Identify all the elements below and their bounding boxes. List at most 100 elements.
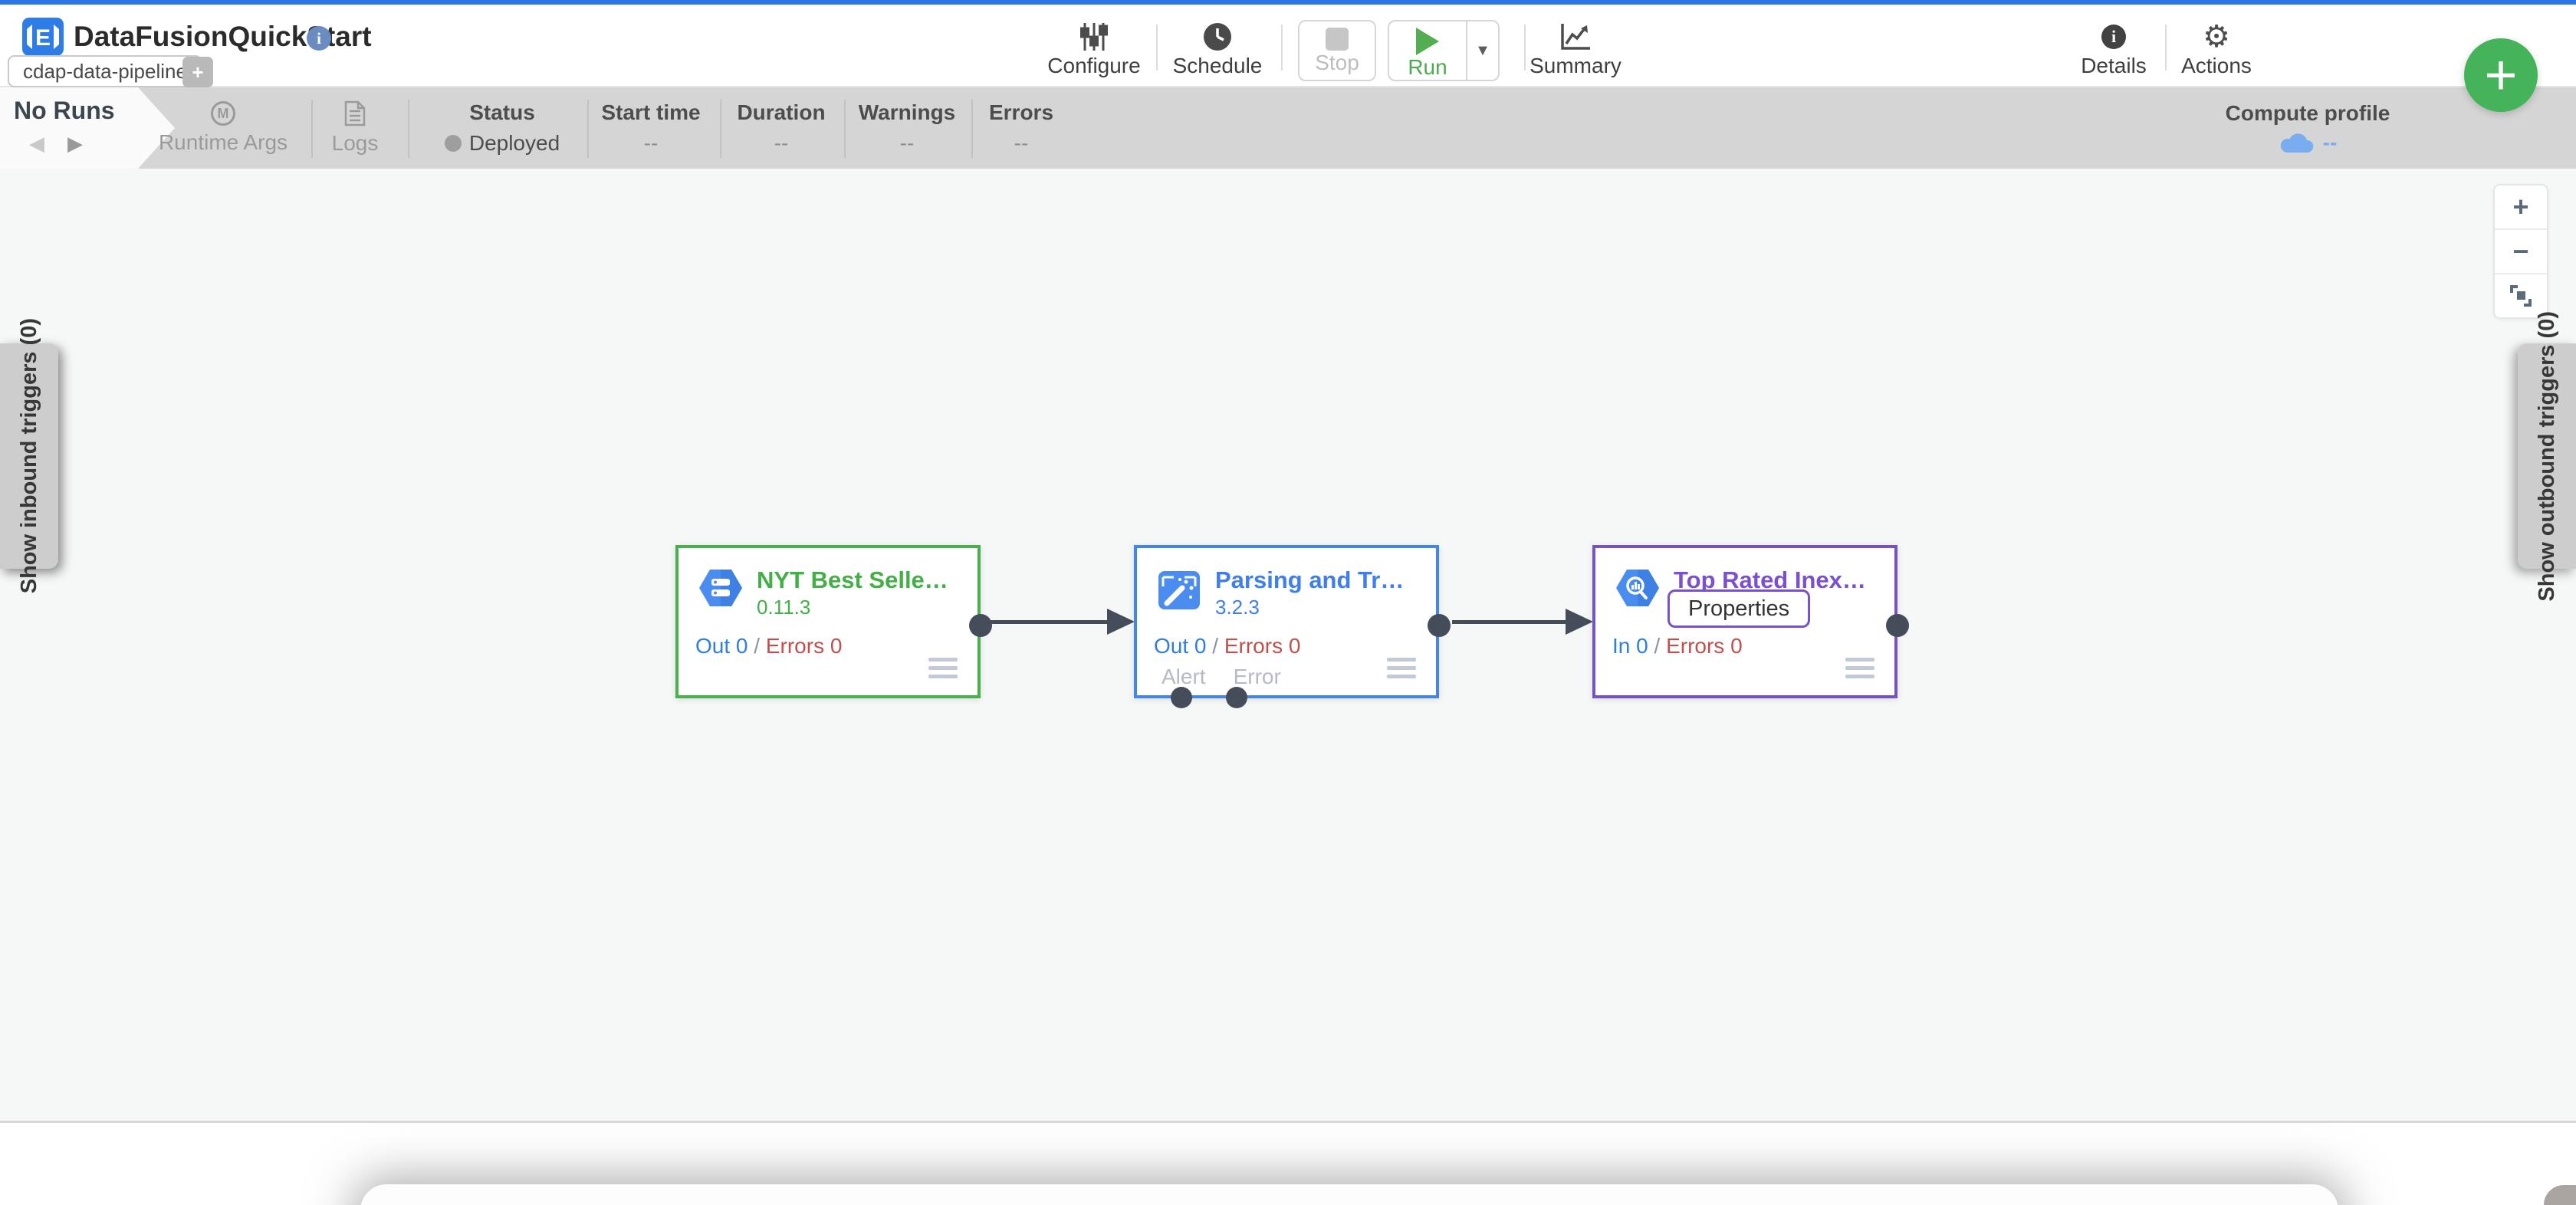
divider bbox=[311, 100, 313, 158]
connection-line[interactable] bbox=[991, 620, 1110, 624]
output-port[interactable] bbox=[969, 614, 992, 637]
runs-selector: No Runs ◀ ▶ bbox=[0, 87, 175, 169]
divider bbox=[2165, 25, 2167, 71]
error-port-label: Error bbox=[1233, 665, 1281, 688]
errors-field: Errors -- bbox=[988, 100, 1054, 155]
divider bbox=[1156, 25, 1158, 71]
cdap-logo-icon: E bbox=[21, 15, 64, 58]
summary-label: Summary bbox=[1530, 54, 1622, 77]
start-time-field: Start time -- bbox=[601, 100, 701, 155]
bottom-console-area bbox=[0, 1123, 2576, 1205]
node-transform[interactable]: Parsing and Tr… 3.2.3 Out 0 / Errors 0 A… bbox=[1134, 545, 1451, 708]
divider bbox=[844, 100, 846, 158]
runtime-args-button: M Runtime Args bbox=[150, 87, 296, 169]
node-version: 3.2.3 bbox=[1215, 596, 1260, 619]
connection-arrowhead-icon bbox=[1566, 609, 1593, 635]
fit-to-screen-button[interactable] bbox=[2495, 273, 2547, 317]
configure-button[interactable]: Configure bbox=[1017, 17, 1171, 83]
document-icon bbox=[344, 100, 366, 126]
compute-profile-value[interactable]: -- bbox=[2279, 130, 2337, 155]
run-status-bar: No Runs ◀ ▶ M Runtime Args bbox=[0, 87, 2576, 169]
duration-field: Duration -- bbox=[737, 100, 826, 155]
chart-icon bbox=[1559, 20, 1592, 54]
console-drawer-shadow bbox=[360, 1184, 2338, 1205]
node-metrics[interactable]: Out 0 / Errors 0 bbox=[695, 634, 843, 658]
play-icon bbox=[1416, 28, 1439, 55]
pipeline-canvas[interactable]: + − bbox=[0, 169, 2576, 1123]
run-button-group: Run ▼ bbox=[1388, 20, 1500, 81]
schedule-label: Schedule bbox=[1172, 54, 1263, 77]
divider bbox=[971, 100, 973, 158]
properties-button[interactable]: Properties bbox=[1668, 589, 1811, 628]
sliders-icon bbox=[1079, 20, 1109, 54]
stop-icon bbox=[1326, 28, 1349, 51]
alert-port-label: Alert bbox=[1162, 665, 1206, 688]
compute-profile: Compute profile -- bbox=[2225, 101, 2390, 155]
node-title: Top Rated Inex… bbox=[1674, 566, 1866, 593]
canvas-zoom-controls: + − bbox=[2493, 184, 2548, 319]
runtime-args-label: Runtime Args bbox=[158, 130, 288, 154]
macro-icon: M bbox=[210, 101, 235, 126]
zoom-in-button[interactable]: + bbox=[2495, 186, 2547, 228]
node-menu-icon[interactable] bbox=[928, 658, 958, 678]
divider bbox=[1281, 25, 1283, 71]
stop-button: Stop bbox=[1298, 20, 1376, 81]
details-button[interactable]: i Details bbox=[2037, 17, 2190, 83]
zoom-out-button[interactable]: − bbox=[2495, 228, 2547, 273]
node-menu-icon[interactable] bbox=[1387, 658, 1416, 678]
node-source[interactable]: NYT Best Selle… 0.11.3 Out 0 / Errors 0 bbox=[675, 545, 992, 698]
database-hexagon-icon bbox=[698, 568, 743, 612]
node-title: NYT Best Selle… bbox=[757, 566, 948, 593]
bigquery-hexagon-icon bbox=[1615, 568, 1660, 612]
stop-label: Stop bbox=[1315, 51, 1359, 74]
details-label: Details bbox=[2081, 54, 2147, 77]
output-port[interactable] bbox=[1428, 614, 1451, 637]
schedule-button[interactable]: Schedule bbox=[1141, 17, 1294, 83]
node-metrics[interactable]: Out 0 / Errors 0 bbox=[1154, 634, 1301, 658]
status-dot bbox=[444, 135, 462, 152]
alert-port[interactable] bbox=[1171, 687, 1192, 708]
actions-label: Actions bbox=[2181, 54, 2252, 77]
pipeline-tag[interactable]: cdap-data-pipeline bbox=[8, 55, 202, 87]
configure-label: Configure bbox=[1047, 54, 1141, 77]
node-sink[interactable]: Top Rated Inex… Properties In 0 / Errors… bbox=[1592, 545, 1909, 698]
summary-button[interactable]: Summary bbox=[1499, 17, 1652, 83]
logs-label: Logs bbox=[331, 131, 379, 155]
outbound-triggers-tab[interactable]: Show outbound triggers (0) bbox=[2518, 311, 2576, 601]
status-field: Status Deployed bbox=[429, 87, 575, 169]
svg-text:E: E bbox=[35, 25, 51, 51]
run-label: Run bbox=[1408, 55, 1447, 79]
actions-button[interactable]: ⚙ Actions bbox=[2140, 17, 2293, 83]
prev-run-arrow-icon: ◀ bbox=[29, 132, 44, 155]
node-menu-icon[interactable] bbox=[1845, 658, 1875, 678]
top-accent-strip bbox=[0, 0, 2576, 5]
no-runs-label: No Runs bbox=[14, 97, 115, 124]
warnings-field: Warnings -- bbox=[858, 100, 956, 155]
pipeline-info-icon[interactable]: i bbox=[307, 26, 331, 51]
connection-line[interactable] bbox=[1452, 620, 1569, 624]
node-title: Parsing and Tr… bbox=[1215, 566, 1405, 593]
divider bbox=[587, 100, 589, 158]
divider bbox=[720, 100, 721, 158]
inbound-triggers-tab[interactable]: Show inbound triggers (0) bbox=[0, 318, 58, 594]
run-options-caret[interactable]: ▼ bbox=[1475, 41, 1490, 59]
node-metrics[interactable]: In 0 / Errors 0 bbox=[1612, 634, 1743, 658]
gear-icon: ⚙ bbox=[2203, 19, 2230, 54]
header-bar: E DataFusionQuickStart i cdap-data-pipel… bbox=[0, 5, 2576, 87]
divider bbox=[408, 100, 409, 158]
run-button[interactable]: Run bbox=[1389, 21, 1467, 80]
add-plugin-fab[interactable]: + bbox=[2464, 38, 2538, 112]
output-port[interactable] bbox=[1886, 614, 1909, 637]
cloud-icon bbox=[2279, 131, 2314, 154]
logs-button: Logs bbox=[313, 87, 397, 169]
divider bbox=[1524, 25, 1526, 71]
node-version: 0.11.3 bbox=[757, 596, 811, 619]
corner-decoration bbox=[2544, 1185, 2576, 1205]
add-tag-button[interactable]: + bbox=[182, 57, 213, 87]
wrangler-icon bbox=[1157, 568, 1201, 612]
next-run-arrow-icon[interactable]: ▶ bbox=[67, 132, 83, 155]
error-port[interactable] bbox=[1226, 687, 1247, 708]
connection-arrowhead-icon bbox=[1107, 609, 1135, 635]
info-icon: i bbox=[2101, 25, 2126, 49]
